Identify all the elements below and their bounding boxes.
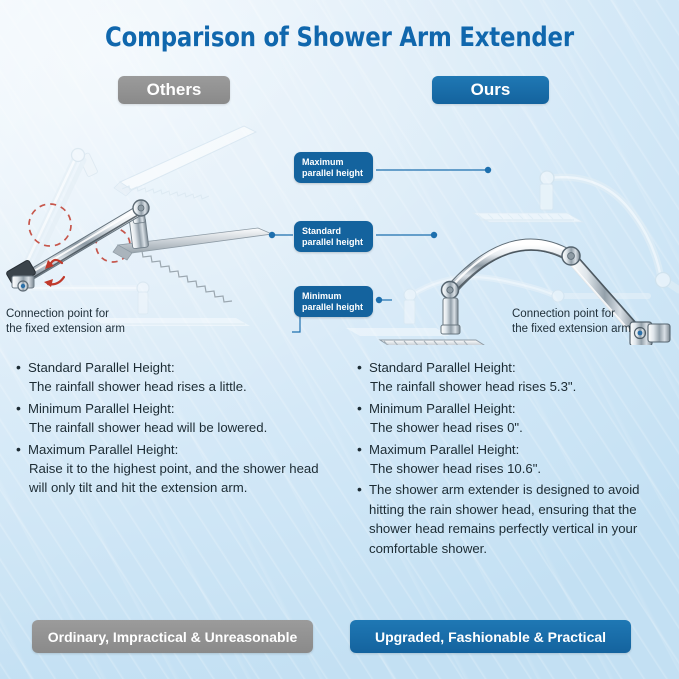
badge-ours: Ours (432, 76, 549, 104)
callout-minimum-line2: parallel height (302, 301, 364, 312)
others-standard-arm (6, 199, 274, 303)
ours-max-ghost (471, 170, 679, 294)
summary-banner-others-label: Ordinary, Impractical & Unreasonable (47, 628, 298, 645)
others-illustration (6, 125, 274, 326)
connection-point-caption-left: Connection point for the fixed extension… (6, 307, 125, 337)
callout-standard-parallel-height: Standard parallel height (294, 221, 373, 253)
callout-standard-line1: Standard (302, 226, 342, 236)
badge-others: Others (118, 76, 230, 104)
rotation-arrow-heads-left (44, 260, 54, 287)
bullet-body: The shower head rises 0". (370, 420, 523, 436)
list-item: Standard Parallel Height: The rainfall s… (355, 357, 673, 397)
bullet-title: Maximum Parallel Height: (369, 441, 520, 457)
callout-standard-line2: parallel height (302, 236, 364, 247)
list-item: Minimum Parallel Height: The rainfall sh… (14, 398, 332, 438)
connection-right-line1: Connection point for (512, 308, 615, 320)
summary-banner-others: Ordinary, Impractical & Unreasonable (32, 620, 313, 653)
callout-minimum-parallel-height: Minimum parallel height (294, 286, 373, 318)
callout-minimum-line1: Minimum (302, 291, 342, 301)
others-min-ghost (19, 281, 250, 326)
bullet-title: Minimum Parallel Height: (28, 400, 175, 416)
bullet-body: The shower head rises 10.6". (370, 461, 542, 477)
bullet-title: Maximum Parallel Height: (28, 441, 179, 457)
badge-others-label: Others (146, 80, 202, 99)
connection-right-line2: the fixed extension arm (512, 323, 631, 336)
callout-leader-dots (268, 166, 492, 304)
list-item: The shower arm extender is designed to a… (355, 479, 673, 558)
ours-standard-arm (378, 238, 671, 345)
callout-maximum-line1: Maximum (302, 157, 344, 167)
ours-min-ghost (346, 274, 651, 336)
product-comparison-illustration (0, 110, 679, 345)
bullet-title: Standard Parallel Height: (369, 360, 516, 375)
summary-banner-ours-label: Upgraded, Fashionable & Practical (374, 628, 607, 645)
ours-illustration (346, 170, 679, 345)
connection-point-caption-right: Connection point for the fixed extension… (512, 307, 631, 337)
connection-left-line1: Connection point for (6, 308, 109, 320)
list-item: Minimum Parallel Height: The shower head… (355, 398, 673, 438)
summary-banner-ours: Upgraded, Fashionable & Practical (350, 620, 631, 653)
bullet-title: Standard Parallel Height: (28, 360, 175, 375)
callout-leader-lines (275, 169, 486, 333)
callout-maximum-line2: parallel height (302, 167, 364, 178)
list-item: Standard Parallel Height: The rainfall s… (14, 357, 332, 397)
bullet-body: The rainfall shower head will be lowered… (29, 420, 268, 436)
bullet-title: Minimum Parallel Height: (369, 400, 516, 416)
bullet-title: The shower arm extender is designed to a… (369, 482, 640, 556)
list-item: Maximum Parallel Height: The shower head… (355, 439, 673, 479)
bullet-body: Raise it to the highest point, and the s… (29, 461, 319, 496)
bullet-body: The rainfall shower head rises 5.3". (370, 379, 577, 395)
badge-ours-label: Ours (470, 80, 511, 99)
callout-maximum-parallel-height: Maximum parallel height (294, 152, 373, 184)
others-feature-list: Standard Parallel Height: The rainfall s… (14, 357, 332, 500)
page-title: Comparison of Shower Arm Extender (105, 22, 574, 53)
connection-left-line2: the fixed extension arm (6, 323, 125, 336)
bullet-body: The rainfall shower head rises a little. (29, 379, 247, 395)
list-item: Maximum Parallel Height: Raise it to the… (14, 439, 332, 498)
ours-feature-list: Standard Parallel Height: The rainfall s… (355, 357, 673, 560)
